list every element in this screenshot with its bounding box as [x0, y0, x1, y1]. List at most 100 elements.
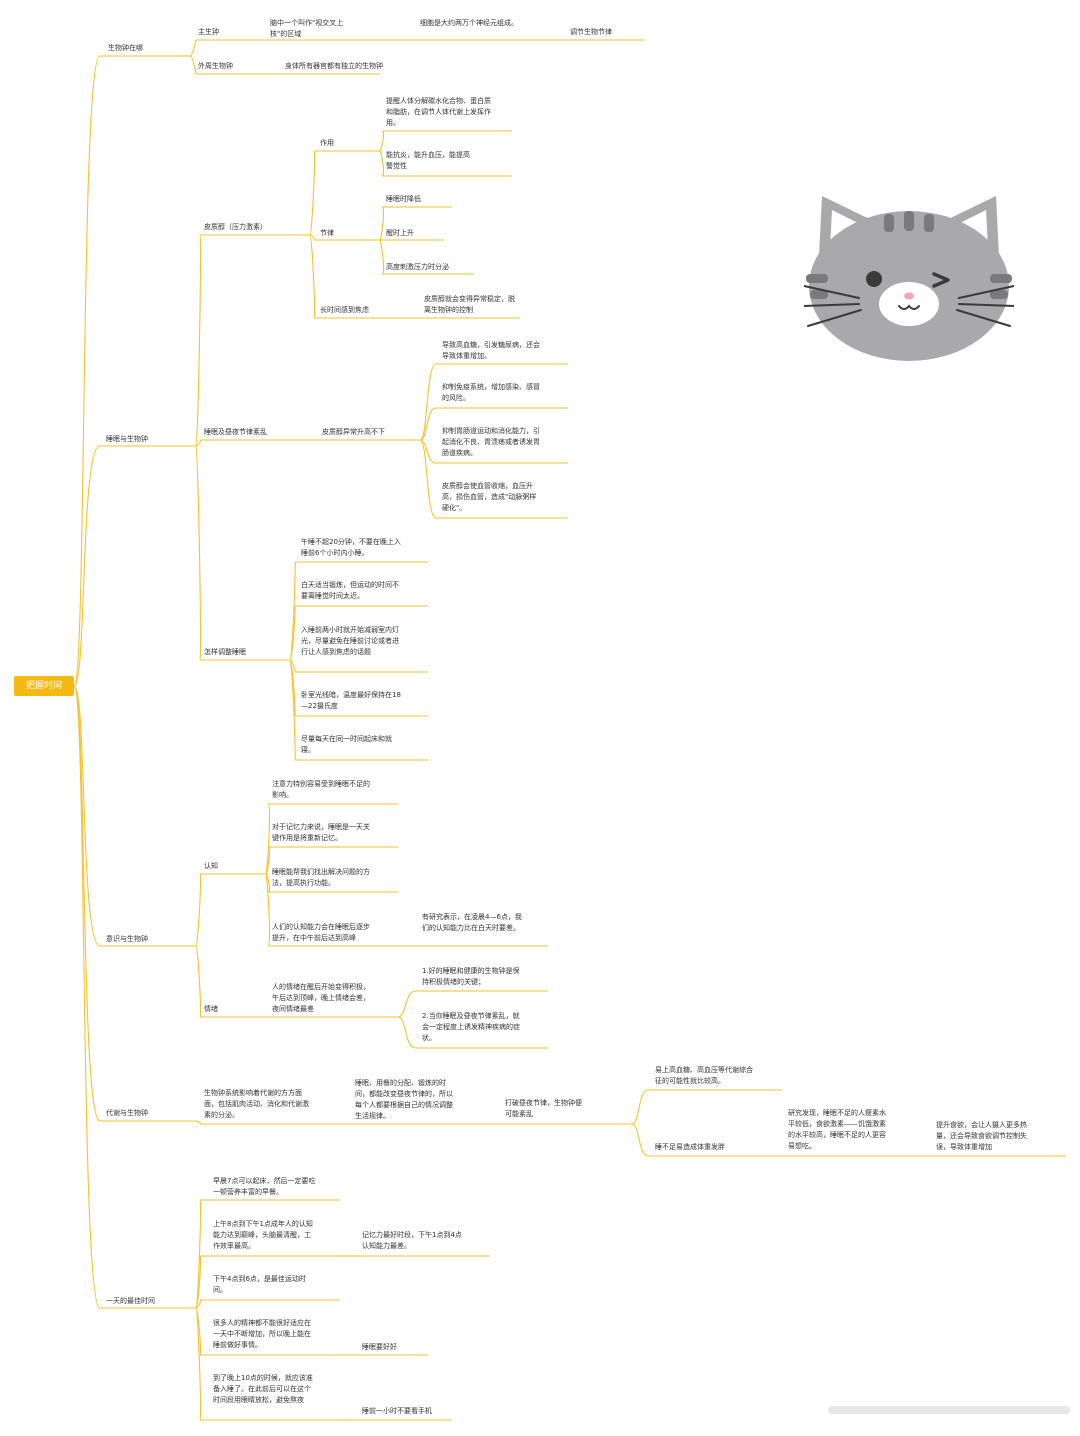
node-early-morning[interactable]: 有研究表示，在凌晨4—6点，我们的认知能力比在白天时要差。 [422, 913, 522, 932]
branch-sleep-clock[interactable]: 睡眠与生物钟 [106, 435, 148, 443]
node-rhythm-disorder[interactable]: 睡眠及昼夜节律紊乱 [204, 428, 267, 436]
node-digestion-suppression[interactable]: 抑制胃肠道运动和消化能力，引起消化不良、胃溃疡或者诱发胃肠道疾病。 [442, 427, 540, 457]
cat-muzzle [879, 282, 939, 326]
node-problem-solving[interactable]: 睡眠能帮我们找出解决问题的方法，提高执行功能。 [272, 868, 370, 887]
node-appetite[interactable]: 提升食欲，会让人摄入更多热量，还会导致食欲调节控制失误，导致体重增加 [936, 1121, 1027, 1151]
cat-mouth [898, 304, 920, 310]
tip-bedroom-temp[interactable]: 卧室光线暗，温度最好保持在18—22摄氏度 [301, 691, 401, 710]
node-cortisol-anti-inflammation[interactable]: 能抗炎，能升血压，能提高警觉性 [386, 151, 470, 170]
node-good-sleep-key[interactable]: 1.好的睡眠和健康的生物钟是保持积极情绪的关键； [422, 967, 520, 986]
time-8am-1pm[interactable]: 上午8点到下午1点成年人的认知能力达到巅峰，头脑最清醒，工作效率最高。 [213, 1220, 313, 1250]
connector-curve [419, 439, 437, 519]
root-topic[interactable]: 把握时间 [14, 676, 74, 696]
node-meal-exercise[interactable]: 睡眠、用餐的分配、锻炼的时间，都能改变昼夜节律的，所以每个人都要根据自己的情况调… [355, 1079, 453, 1120]
connector-curve [195, 1307, 202, 1421]
tip-nap[interactable]: 午睡不超20分钟，不要在晚上入睡前6个小时内小睡。 [301, 538, 401, 557]
node-cortisol-high[interactable]: 皮质醇异常升高不下 [322, 428, 385, 436]
node-cortisol-rhythm[interactable]: 节律 [320, 229, 334, 237]
node-cortisol-function[interactable]: 作用 [320, 139, 334, 147]
connector-curve [289, 659, 296, 761]
node-attention[interactable]: 注意力特别容易受到睡眠不足的影响。 [272, 780, 370, 799]
time-sleep-well[interactable]: 睡眠要好好 [362, 1343, 397, 1351]
node-immune-suppression[interactable]: 抑制免疫系统，增加感染、感冒的风险。 [442, 383, 540, 402]
node-break-rhythm[interactable]: 打破昼夜节律，生物钟便可能紊乱 [505, 1099, 582, 1118]
time-no-phone[interactable]: 睡前一小时不要看手机 [362, 1407, 432, 1415]
connector-curve [631, 1089, 649, 1125]
connector-curve [265, 846, 271, 875]
node-scn-region[interactable]: 脑中一个叫作"视交叉上核"的区域 [270, 19, 344, 38]
node-cognition[interactable]: 认知 [204, 862, 218, 870]
connector-curve [73, 55, 101, 687]
connector-curve [397, 990, 417, 1018]
node-memory[interactable]: 对于记忆力来说，睡眠是一天关键作用是将重新记忆。 [272, 823, 370, 842]
node-cortisol-metabolism[interactable]: 提醒人体分解碳水化合物、蛋白质和脂肪，在调节人体代谢上发挥作用。 [386, 97, 491, 127]
connector-curve [631, 1123, 649, 1157]
node-long-anxiety[interactable]: 长时间感到焦虑 [320, 306, 369, 314]
time-10pm[interactable]: 到了晚上10点的时候，就应该准备入睡了。在此前后可以在这个时间段用眼睛放松，避免… [213, 1374, 313, 1404]
branch-best-time[interactable]: 一天的最佳时间 [106, 1297, 155, 1305]
connector-curve [195, 445, 202, 661]
time-7am[interactable]: 早晨7点可以起床，然后一定要吃一顿营养丰富的早餐。 [213, 1177, 316, 1196]
connector-curve [397, 1016, 417, 1049]
node-cortisol[interactable]: 皮质醇（压力激素） [204, 223, 267, 231]
connector-curve [379, 239, 385, 275]
cat-stripes [806, 211, 1012, 299]
node-weight-gain[interactable]: 睡不足易造成体重发胖 [655, 1143, 725, 1151]
node-metabolic-syndrome[interactable]: 易上高血糖、高血压等代谢综合征的可能性就比较高。 [655, 1066, 753, 1085]
connector-curve [379, 206, 385, 241]
connector-curve [73, 685, 101, 1309]
node-emotion-pattern[interactable]: 人的情绪在醒后开始变得积极，午后达到顶峰，晚上情绪会差，夜间情绪最差 [272, 983, 370, 1013]
watermark-bar [828, 1406, 1070, 1414]
connector-curve [195, 234, 202, 447]
branch-biological-clock-location[interactable]: 生物钟在哪 [108, 44, 143, 52]
cat-nose [904, 292, 914, 300]
node-stress-secretion[interactable]: 高度刺激压力时分泌 [386, 263, 449, 271]
time-evening[interactable]: 很多人的精神都不能很好适应在一天中不断增加，所以晚上能在睡前做好事情。 [213, 1319, 311, 1349]
connector-curve [419, 363, 437, 441]
branch-consciousness-clock[interactable]: 意识与生物钟 [106, 935, 148, 943]
branch-metabolism-clock[interactable]: 代谢与生物钟 [106, 1109, 148, 1117]
connector-curve [195, 873, 202, 947]
connector-curve [73, 685, 101, 947]
node-sleep-lower[interactable]: 睡眠时降低 [386, 195, 421, 203]
connector-curve [265, 873, 271, 947]
connector-curve [309, 234, 316, 319]
connector-curve [189, 39, 197, 57]
node-peripheral-clock[interactable]: 外周生物钟 [198, 62, 233, 70]
connector-curve [195, 1199, 202, 1309]
node-high-blood-sugar[interactable]: 导致高血糖，引发糖尿病，还会导致体重增加。 [442, 341, 540, 360]
cat-face-illustration [804, 196, 1014, 361]
connector-curve [195, 1120, 202, 1125]
node-blood-vessel[interactable]: 皮质醇会使血管收缩，血压升高，损伤血管，造成"动脉粥样硬化"。 [442, 482, 537, 512]
tip-same-time[interactable]: 尽量每天在同一时间起床和就寝。 [301, 735, 392, 754]
connector-curve [419, 407, 437, 441]
cat-eye-open [866, 271, 882, 287]
time-memory-best[interactable]: 记忆力最好时段，下午1点到4点认知能力最差。 [362, 1231, 462, 1250]
node-wake-rise[interactable]: 醒时上升 [386, 229, 414, 237]
node-cortisol-abnormal[interactable]: 皮质醇就会变得异常稳定，脱离生物钟的控制 [424, 295, 515, 314]
tip-exercise[interactable]: 白天适当锻炼，但运动的时间不要离睡觉时间太近。 [301, 581, 399, 600]
node-adjust-sleep[interactable]: 怎样调整睡眠 [204, 648, 246, 656]
time-4pm-6pm[interactable]: 下午4点到6点，是最佳运动时间。 [213, 1275, 306, 1294]
connector-curve [289, 561, 296, 661]
connector-curve [289, 605, 296, 661]
connector-curve [379, 130, 385, 152]
cat-eye-wink [932, 272, 950, 288]
node-disorder-mental[interactable]: 2.当你睡眠及昼夜节律紊乱，就会一定程度上诱发精神疾病的症状。 [422, 1012, 520, 1042]
tip-dim-light[interactable]: 入睡前两小时就开始减弱室内灯光，尽量避免在睡前讨论或者进行让人感到焦虑的话题 [301, 626, 399, 656]
cat-whiskers [804, 285, 1014, 327]
connector-curve [309, 150, 316, 236]
node-cognition-peak[interactable]: 人们的认知能力会在睡眠后逐步提升，在中午前后达到高峰 [272, 923, 370, 942]
node-clock-metabolism[interactable]: 生物钟系统影响着代谢的方方面面，包括肌肉活动、消化和代谢激素的分泌。 [204, 1089, 309, 1119]
connector-curve [189, 55, 197, 75]
node-master-clock[interactable]: 主生钟 [198, 28, 219, 36]
connector-curve [73, 685, 101, 1122]
node-neurons[interactable]: 细胞是大约两万个神经元组成。 [420, 19, 518, 27]
node-regulate-rhythm[interactable]: 调节生物节律 [570, 28, 612, 36]
connector-curve [195, 945, 202, 1018]
node-emotion[interactable]: 情绪 [204, 1005, 218, 1013]
connector-curve [195, 1255, 202, 1309]
node-leptin-ghrelin[interactable]: 研究发现，睡眠不足的人瘦素水平较低，食欲激素——饥饿激素的水平较高，睡眠不足的人… [788, 1109, 886, 1150]
node-organs-clock[interactable]: 身体所有器官都有独立的生物钟 [285, 62, 383, 70]
